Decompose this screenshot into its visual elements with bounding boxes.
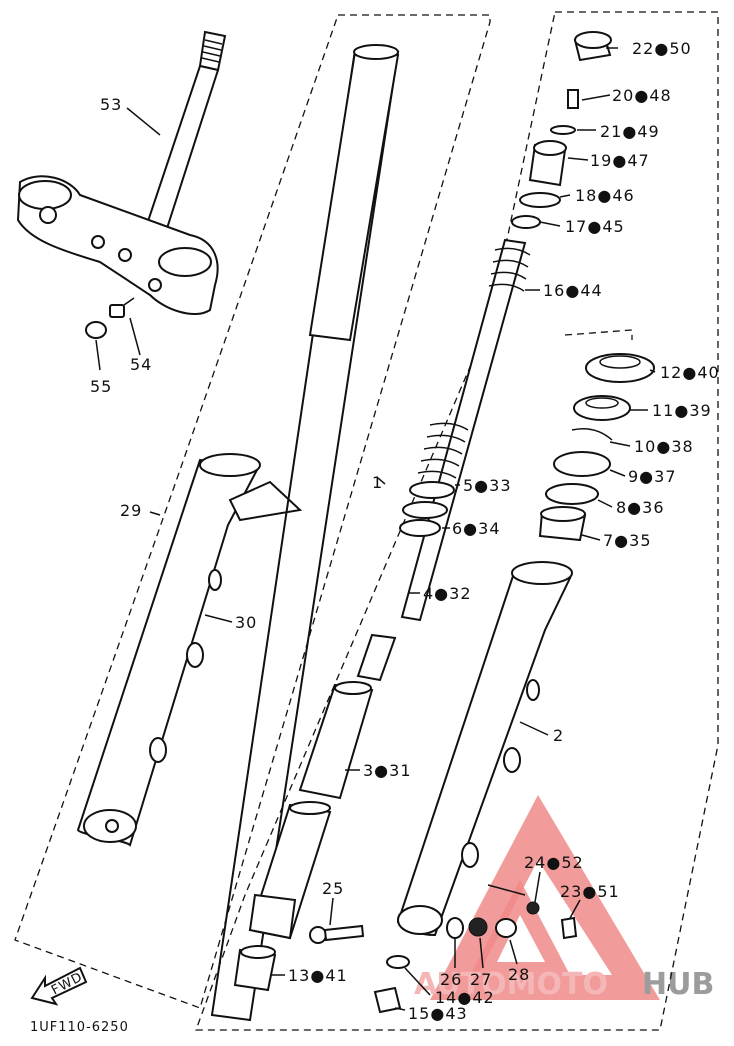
small-fasteners xyxy=(373,901,578,1014)
callout-labels: 53 54 55 29 30 1 2 22●50 20●48 21●49 19●… xyxy=(90,39,720,1023)
callout-21-49: 21●49 xyxy=(600,122,660,141)
watermark: AUTOMOTO HUB xyxy=(414,795,714,1002)
callout-9-37: 9●37 xyxy=(628,467,677,486)
watermark-text-hub: HUB xyxy=(642,967,714,1002)
group-boundaries xyxy=(14,11,719,1031)
diagram-code: 1UF110-6250 xyxy=(30,1020,129,1035)
callout-10-38: 10●38 xyxy=(634,437,694,456)
callout-12-40: 12●40 xyxy=(660,363,720,382)
callout-53: 53 xyxy=(100,95,122,114)
leader-lines xyxy=(95,47,656,1011)
callout-18-46: 18●46 xyxy=(575,186,635,205)
callout-55: 55 xyxy=(90,377,112,396)
callout-25: 25 xyxy=(322,879,344,898)
callout-19-47: 19●47 xyxy=(590,151,650,170)
callout-11-39: 11●39 xyxy=(652,401,712,420)
callout-54: 54 xyxy=(130,355,152,374)
callout-6-34: 6●34 xyxy=(452,519,501,538)
callout-16-44: 16●44 xyxy=(543,281,603,300)
callout-13-41: 13●41 xyxy=(288,966,348,985)
callout-4-32: 4●32 xyxy=(423,584,472,603)
inner-tube xyxy=(210,44,400,1022)
top-cap-parts xyxy=(511,31,612,229)
callout-8-36: 8●36 xyxy=(616,498,665,517)
fwd-arrow: FWD xyxy=(30,966,88,1006)
callout-5-33: 5●33 xyxy=(463,476,512,495)
outer-tube-left xyxy=(76,453,303,847)
slide-pipe-lower xyxy=(248,801,332,940)
slide-pipe-3 xyxy=(298,681,374,800)
bolt-54 xyxy=(109,297,135,318)
callout-1: 1 xyxy=(372,473,383,492)
callout-29: 29 xyxy=(120,501,142,520)
callout-17-45: 17●45 xyxy=(565,217,625,236)
callout-20-48: 20●48 xyxy=(612,86,672,105)
callout-26: 26 xyxy=(440,970,462,989)
callout-14-42: 14●42 xyxy=(435,988,495,1007)
callout-22-50: 22●50 xyxy=(632,39,692,58)
callout-23-51: 23●51 xyxy=(560,882,620,901)
cap-55 xyxy=(85,321,107,339)
callout-28: 28 xyxy=(508,965,530,984)
damper-assembly xyxy=(356,238,531,682)
steering-stem-assembly xyxy=(16,30,227,315)
seal-stack xyxy=(538,353,655,542)
bolt-25 xyxy=(309,924,365,944)
callout-15-43: 15●43 xyxy=(408,1004,468,1023)
callout-27: 27 xyxy=(470,970,492,989)
bushing-13 xyxy=(233,945,277,992)
watermark-text-main: AUTOMOTO xyxy=(414,967,608,1002)
callout-30: 30 xyxy=(235,613,257,632)
callout-2: 2 xyxy=(553,726,564,745)
outer-tube-right xyxy=(396,561,573,937)
callout-7-35: 7●35 xyxy=(603,531,652,550)
callout-24-52: 24●52 xyxy=(524,853,584,872)
callout-3-31: 3●31 xyxy=(363,761,412,780)
